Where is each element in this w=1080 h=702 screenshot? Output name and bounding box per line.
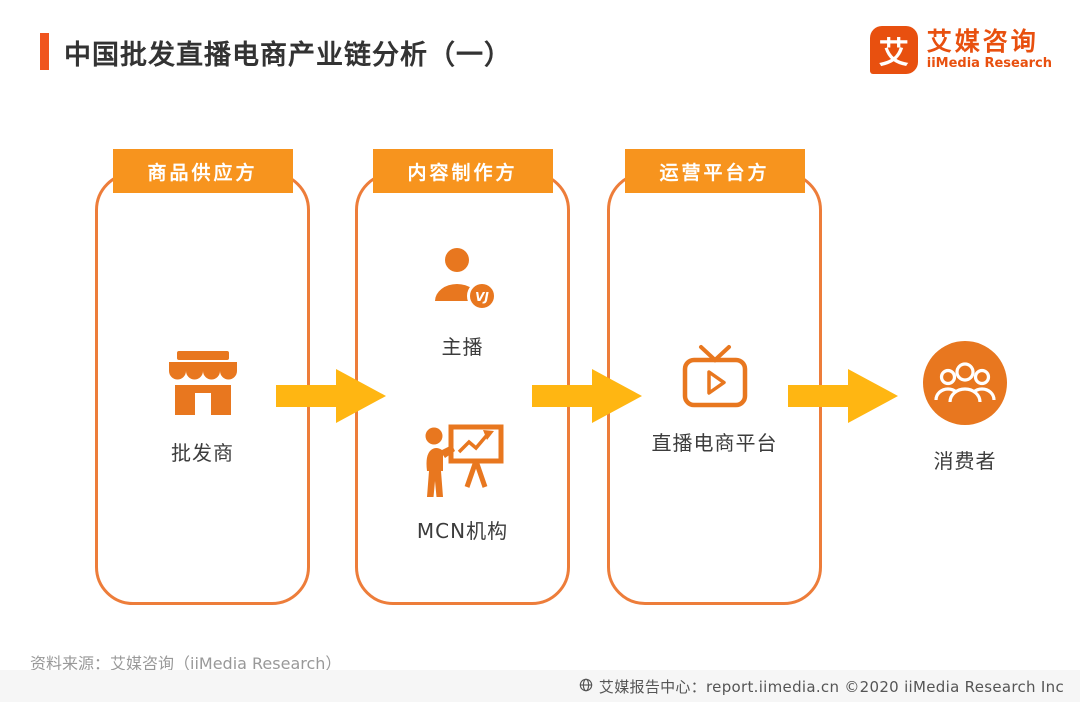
host-avatar-icon: VJ — [427, 243, 499, 319]
live-platform-item: 直播电商平台 — [610, 343, 819, 456]
page-title: 中国批发直播电商产业链分析（一） — [64, 40, 512, 71]
flow-arrow-1 — [276, 369, 386, 423]
supplier-box-tab: 商品供应方 — [112, 149, 293, 193]
flow-arrow-3 — [788, 369, 898, 423]
globe-icon — [579, 677, 593, 696]
platform-box-tab: 运营平台方 — [624, 149, 805, 193]
wholesaler-label: 批发商 — [171, 441, 234, 465]
consumer-item: 消费者 — [920, 339, 1010, 474]
host-item: VJ 主播 — [358, 243, 567, 360]
footer-band: 艾媒报告中心：report.iimedia.cn ©2020 iiMedia R… — [0, 670, 1080, 702]
host-label: 主播 — [441, 335, 484, 359]
mcn-label: MCN机构 — [416, 519, 509, 543]
logo-brand-en: iiMedia Research — [926, 55, 1052, 71]
flow-arrow-2 — [532, 369, 642, 423]
live-tv-icon — [675, 343, 755, 415]
iimedia-logo-text: 艾媒咨询 iiMedia Research — [926, 27, 1052, 72]
mcn-item: MCN机构 — [358, 421, 567, 544]
content-producer-box-tab: 内容制作方 — [372, 149, 553, 193]
supplier-box: 商品供应方 批发商 — [95, 149, 310, 605]
footer-credit: 艾媒报告中心：report.iimedia.cn ©2020 iiMedia R… — [598, 677, 1064, 696]
iimedia-logo: 艾 艾媒咨询 iiMedia Research — [869, 26, 1052, 74]
iimedia-logo-icon: 艾 — [869, 26, 918, 74]
source-note: 资料来源：艾媒咨询（iiMedia Research） — [30, 654, 342, 673]
logo-brand-cn: 艾媒咨询 — [926, 27, 1039, 57]
mcn-presenter-icon — [421, 421, 505, 503]
wholesaler-item: 批发商 — [98, 347, 307, 466]
platform-box: 运营平台方 直播电商平台 — [607, 149, 822, 605]
consumer-group-icon — [921, 339, 1009, 431]
title-accent-bar — [40, 33, 49, 70]
storefront-icon — [161, 347, 245, 425]
live-platform-label: 直播电商平台 — [651, 431, 778, 455]
vj-badge: VJ — [475, 290, 489, 304]
consumer-label: 消费者 — [933, 449, 997, 473]
